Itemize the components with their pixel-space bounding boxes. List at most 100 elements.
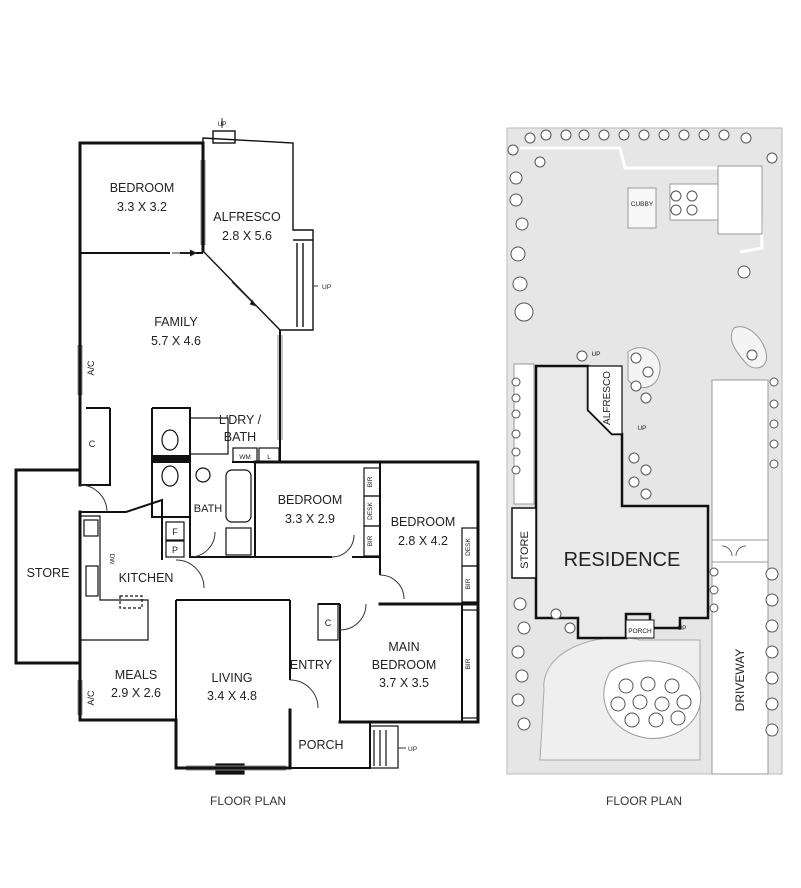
cooktop — [83, 519, 99, 537]
garden-path-north — [520, 146, 764, 254]
bedroom-mid-size: 3.3 X 2.9 — [285, 512, 335, 526]
entry-name: ENTRY — [290, 658, 333, 672]
main-bedroom-size: 3.7 X 3.5 — [379, 676, 429, 690]
l-label: L — [267, 454, 271, 461]
trees — [507, 129, 779, 737]
meals-name: MEALS — [115, 668, 157, 682]
bir-box-3 — [461, 565, 479, 603]
laundry-shower — [189, 417, 229, 455]
closet-c1-label: C — [89, 439, 96, 449]
living-name: LIVING — [212, 671, 253, 685]
main-bedroom-name: MAIN — [388, 640, 419, 654]
up-porch-label: UP — [408, 746, 417, 753]
door-bedroom-east — [379, 574, 405, 600]
closet-c2-label: C — [325, 618, 332, 628]
sink — [85, 565, 99, 597]
p-box — [165, 540, 185, 558]
bedroom-east-name: BEDROOM — [391, 515, 456, 529]
wm-box — [232, 447, 258, 463]
site-plan-caption: FLOOR PLAN — [606, 794, 682, 808]
desk-2-label: DESK — [465, 537, 472, 555]
island — [119, 595, 143, 609]
living-size: 3.4 X 4.8 — [207, 689, 257, 703]
floor-plan-caption: FLOOR PLAN — [210, 794, 286, 808]
door-main — [339, 603, 367, 631]
bathtub — [225, 469, 252, 523]
bir-box-2 — [363, 525, 381, 557]
alfresco-footprint — [587, 365, 623, 435]
top-step — [212, 130, 236, 144]
stair-porch — [369, 725, 399, 769]
laundry-name: L'DRY / — [219, 413, 262, 427]
laundry-name-2: BATH — [224, 430, 256, 444]
wm-label: WM — [239, 454, 251, 461]
kitchen-name: KITCHEN — [119, 571, 174, 585]
residence-label: RESIDENCE — [564, 549, 681, 571]
ac-top: A/C — [86, 360, 96, 376]
kitchen-wall — [80, 498, 163, 560]
bedroom-mid-name: BEDROOM — [278, 493, 343, 507]
bir-box-4 — [461, 609, 479, 719]
store-name: STORE — [27, 566, 70, 580]
l-box — [258, 447, 280, 463]
shower — [225, 527, 252, 556]
site-up-1: UP — [591, 351, 600, 358]
alfresco-name: ALFRESCO — [213, 210, 281, 224]
porch-footprint — [625, 619, 655, 639]
main-bedroom-name-2: BEDROOM — [372, 658, 437, 672]
door-living — [175, 559, 205, 589]
f-label: F — [172, 527, 178, 537]
toilet-2 — [161, 465, 179, 487]
alfresco-size: 2.8 X 5.6 — [222, 229, 272, 243]
site-alfresco-label: ALFRESCO — [602, 371, 613, 425]
floor-plan — [14, 118, 480, 775]
p-label: P — [172, 545, 178, 555]
cubby-label: CUBBY — [631, 201, 654, 208]
bir-3-label: BIR — [465, 578, 472, 589]
wall-north — [78, 141, 205, 487]
up-top-label: UP — [217, 121, 226, 128]
closet-c2 — [317, 603, 339, 641]
alfresco-outline — [202, 137, 314, 331]
bath-name: BATH — [194, 503, 223, 515]
desk-1-label: DESK — [367, 501, 374, 519]
site-plan: RESIDENCE STORE ALFRESCO DRIVEWAY CUBBY … — [506, 127, 783, 808]
site-porch-label: PORCH — [628, 628, 652, 635]
door-meals — [79, 484, 108, 513]
floor-plan-labels: BEDROOM 3.3 X 3.2 ALFRESCO 2.8 X 5.6 FAM… — [27, 121, 472, 808]
store-footprint — [511, 507, 537, 579]
family-size: 5.7 X 4.6 — [151, 334, 201, 348]
site-store-label: STORE — [519, 531, 531, 569]
bedroom-nw-name: BEDROOM — [110, 181, 175, 195]
wall-south — [78, 708, 292, 770]
door-bedroom-mid — [331, 534, 355, 558]
dw-label: DW — [108, 554, 115, 566]
carport-gate — [711, 539, 769, 563]
cubby — [627, 187, 657, 229]
door-kitchen — [189, 531, 216, 558]
bedroom-nw-size: 3.3 X 3.2 — [117, 200, 167, 214]
ac-bottom: A/C — [86, 690, 96, 706]
meals-size: 2.9 X 2.6 — [111, 686, 161, 700]
site-up-3: UP — [677, 625, 686, 632]
shed — [717, 165, 763, 235]
door-entry — [289, 679, 319, 709]
family-name: FAMILY — [154, 315, 198, 329]
garden-bed — [730, 326, 768, 369]
fireplace — [215, 763, 245, 775]
bedroom-east-size: 2.8 X 4.2 — [398, 534, 448, 548]
driveway — [711, 379, 769, 775]
closet-c1 — [80, 408, 111, 486]
f-box — [165, 521, 185, 541]
chimney — [152, 455, 190, 463]
porch-name: PORCH — [298, 738, 343, 752]
bir-4-label: BIR — [465, 658, 472, 669]
site-up-2: UP — [637, 425, 646, 432]
wall-store-outer — [14, 468, 82, 665]
kitchen-bench — [80, 515, 149, 641]
up-alfresco-label: UP — [322, 284, 331, 291]
toilet-1 — [161, 429, 179, 451]
bir-1-label: BIR — [367, 476, 374, 487]
driveway-label: DRIVEWAY — [733, 649, 747, 712]
